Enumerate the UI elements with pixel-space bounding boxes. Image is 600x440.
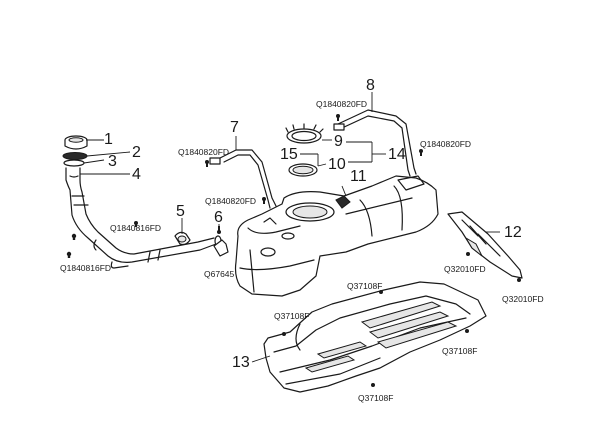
- part-code-label: Q67645: [204, 269, 235, 279]
- tank-strap-right-part: [333, 109, 423, 177]
- fuel-cap-seal-part: [62, 152, 88, 160]
- callout-11: 11: [350, 168, 367, 185]
- callout-10: 10: [328, 156, 346, 173]
- part-code-label: Q1840820FD: [420, 139, 471, 149]
- tank-strap-left-part: [205, 149, 277, 209]
- callout-12: 12: [504, 224, 522, 241]
- filler-neck-ring-part: [63, 159, 85, 167]
- pipe-clamp-bolt: [66, 233, 77, 258]
- filler-neck-pipe-part: [65, 167, 222, 269]
- leader-lines: [80, 92, 500, 363]
- callout-numbers: 1 2 3 4 5 6 7 8 9 10 11 12 13 14 15: [104, 77, 522, 371]
- callout-3: 3: [108, 153, 117, 170]
- skid-plate-part: [263, 281, 487, 393]
- callout-2: 2: [132, 144, 141, 161]
- callout-4: 4: [132, 166, 141, 183]
- callout-15: 15: [280, 146, 298, 163]
- pump-seal-ring-part: [288, 163, 318, 177]
- part-code-label: Q37108F: [274, 311, 309, 321]
- part-code-label: Q32010FD: [444, 264, 486, 274]
- part-code-label: Q1840820FD: [316, 99, 367, 109]
- part-code-label: Q1840816FD: [110, 223, 161, 233]
- part-code-label: Q1840820FD: [205, 196, 256, 206]
- part-code-label: Q1840820FD: [178, 147, 229, 157]
- callout-5: 5: [176, 203, 185, 220]
- part-code-label: Q1840816FD: [60, 263, 111, 273]
- fuel-cap-part: [64, 135, 88, 150]
- heat-shield-part: [447, 211, 523, 282]
- hose-clamp-part: [134, 221, 191, 246]
- fuel-tank-part: [234, 175, 439, 297]
- part-code-label: Q37108F: [442, 346, 477, 356]
- callout-1: 1: [104, 131, 113, 148]
- part-code-labels: Q1840820FD Q1840820FD Q1840820FD Q184082…: [60, 99, 544, 403]
- part-code-label: Q32010FD: [502, 294, 544, 304]
- callout-6: 6: [214, 209, 223, 226]
- callout-13: 13: [232, 354, 250, 371]
- callout-9: 9: [334, 133, 343, 150]
- callout-8: 8: [366, 77, 375, 94]
- callout-7: 7: [230, 119, 239, 136]
- part-code-label: Q37108F: [358, 393, 393, 403]
- pump-locking-ring-part: [285, 123, 324, 144]
- part-code-label: Q37108F: [347, 281, 382, 291]
- callout-14: 14: [388, 146, 406, 163]
